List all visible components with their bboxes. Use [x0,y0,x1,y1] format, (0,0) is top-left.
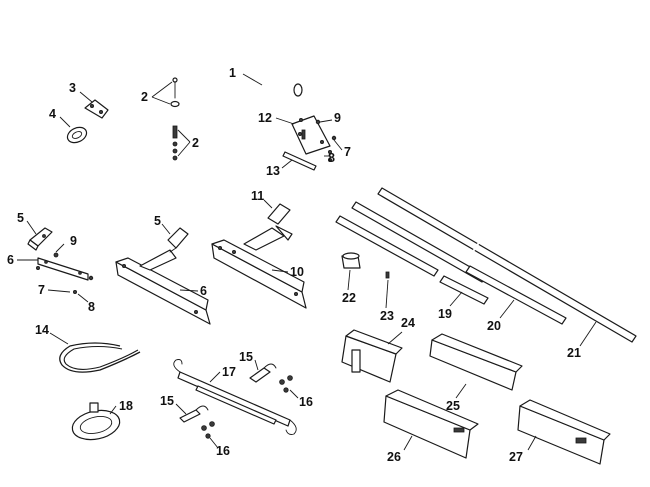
callout-1: 1 [229,66,236,80]
callout-19: 19 [438,307,452,321]
leader-lines [17,73,597,451]
callout-5: 5 [17,211,24,225]
callout-16: 16 [216,444,230,458]
part-14-cord [59,342,141,373]
callout-11: 11 [251,189,264,203]
callout-numbers: 1 2 2 3 4 5 5 6 6 7 7 8 8 9 9 10 11 12 1… [7,66,581,464]
callout-15: 15 [160,394,174,408]
callout-22: 22 [342,291,356,305]
callout-5: 5 [154,214,161,228]
part-4-loop-clamp [66,126,88,144]
part-5-bracket-right [139,227,189,271]
callout-10: 10 [290,265,304,279]
callout-6: 6 [200,284,207,298]
part-1-curved-tube [50,83,303,224]
part-13-strip [282,151,317,171]
part-2-bolt [170,77,180,161]
part-17-hook-strap [173,359,297,435]
callout-23: 23 [380,309,394,323]
part-6-strap-small [36,252,94,294]
part-19-rod [335,215,489,305]
callout-8: 8 [88,300,95,314]
callout-16: 16 [299,395,313,409]
callout-7: 7 [344,145,351,159]
callout-9: 9 [70,234,77,248]
callout-3: 3 [69,81,76,95]
part-5-bracket-left [27,227,53,251]
callout-2: 2 [141,90,148,104]
callout-21: 21 [567,346,581,360]
part-18-grommet [71,402,121,441]
callout-25: 25 [446,399,460,413]
part-6-plate [115,257,211,325]
part-10-plate [211,239,307,309]
part-16-bolts-lower [201,421,215,439]
callout-27: 27 [509,450,523,464]
part-16-bolts-upper [279,375,293,393]
part-15-hook-lower [179,405,209,423]
callout-17: 17 [222,365,236,379]
part-12-mount-plate [291,115,337,162]
part-3-clamp [84,99,109,119]
callout-7: 7 [38,283,45,297]
callout-18: 18 [119,399,133,413]
callout-26: 26 [387,450,401,464]
callout-14: 14 [35,323,49,337]
part-23-pin [385,271,390,279]
part-20-rod [351,201,567,325]
callout-6: 6 [7,253,14,267]
callout-12: 12 [258,111,272,125]
part-15-hook-upper [249,363,277,383]
callout-2: 2 [192,136,199,150]
callout-24: 24 [401,316,415,330]
callout-8: 8 [328,151,335,165]
part-21-long-rod [377,187,637,343]
part-26-channel [383,389,479,459]
callout-9: 9 [334,111,341,125]
part-11-bracket [243,203,293,251]
part-27-channel [517,399,611,465]
part-25-channel [429,333,523,391]
part-22-sleeve [341,252,361,269]
callout-4: 4 [49,107,56,121]
part-24-bracket [341,329,403,383]
callout-20: 20 [487,319,501,333]
callout-15: 15 [239,350,253,364]
callout-13: 13 [266,164,280,178]
